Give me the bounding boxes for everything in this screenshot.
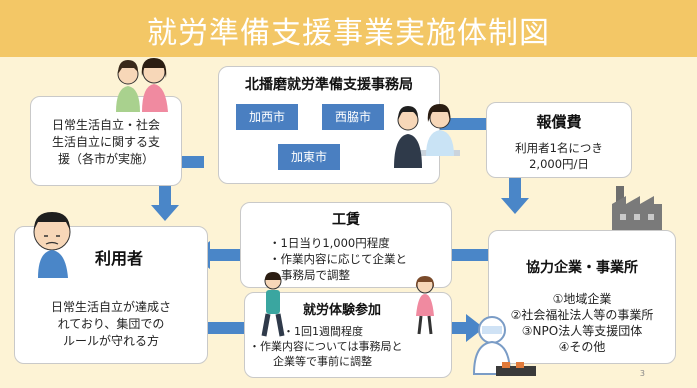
reward-title: 報償費 (536, 113, 582, 131)
user-person-illustration (33, 212, 71, 278)
arrow-reward-to-partner-head (501, 198, 529, 214)
city-kasai: 加西市 (236, 104, 298, 130)
wage-line: ・作業内容に応じて企業と (269, 252, 407, 266)
family-illustration (116, 58, 168, 112)
reward-box: 報償費 利用者1名につき 2,000円/日 (486, 102, 632, 178)
page-number: 3 (639, 369, 645, 378)
arrow-wage-to-user (208, 249, 246, 261)
partner-line: ④その他 (558, 340, 606, 354)
arrow-office-to-reward (440, 118, 486, 130)
arrow-partner-to-wage (452, 249, 488, 261)
arrow-experience-to-partner (450, 322, 468, 334)
partner-line: ②社会福祉法人等の事業所 (510, 308, 654, 322)
wage-title: 工賃 (332, 212, 360, 228)
partner-line: ③NPO法人等支援団体 (521, 324, 643, 338)
title-bar: 就労準備支援事業実施体制図 (0, 0, 697, 57)
experience-title: 就労体験参加 (303, 303, 382, 318)
arrow-user-to-experience (208, 322, 244, 334)
walking-man-illustration (261, 272, 285, 337)
partner-box: 協力企業・事業所 ①地域企業 ②社会福祉法人等の事業所 ③NPO法人等支援団体 … (488, 230, 676, 364)
diagram-title: 就労準備支援事業実施体制図 (147, 16, 550, 51)
support-line: 日常生活自立・社会 (51, 118, 160, 132)
support-line: 援（各市が実施） (57, 152, 154, 166)
wage-line: 事務局で調整 (281, 268, 350, 282)
experience-line: ・作業内容については事務局と (249, 340, 403, 353)
user-line: 日常生活自立が達成さ (50, 300, 171, 314)
support-box: 日常生活自立・社会 生活自立に関する支 援（各市が実施） (30, 96, 182, 186)
reward-line: 2,000円/日 (529, 157, 589, 171)
city-kato: 加東市 (278, 144, 340, 170)
support-line: 生活自立に関する支 (51, 135, 160, 149)
user-title: 利用者 (95, 249, 144, 268)
arrow-support-to-user-head (151, 205, 179, 221)
experience-line: ・1回1週間程度 (283, 325, 363, 338)
partner-line: ①地域企業 (552, 292, 612, 306)
arrow-support-to-office (182, 156, 204, 168)
partner-title: 協力企業・事業所 (526, 260, 638, 276)
user-line: ルールが守れる方 (62, 334, 159, 348)
factory-icon (612, 186, 662, 232)
arrow-reward-to-partner (509, 178, 521, 200)
city-nishiwaki: 西脇市 (322, 104, 384, 130)
experience-line: 企業等で事前に調整 (273, 355, 372, 368)
arrow-support-to-user (159, 186, 171, 206)
user-line: れており、集団での (57, 317, 165, 331)
factory-worker-illustration (472, 316, 536, 376)
office-staff-illustration (394, 104, 460, 168)
office-title: 北播磨就労準備支援事務局 (245, 77, 413, 93)
walking-woman-illustration (415, 276, 435, 335)
wage-line: ・1日当り1,000円程度 (269, 236, 390, 250)
reward-line: 利用者1名につき (515, 141, 603, 155)
